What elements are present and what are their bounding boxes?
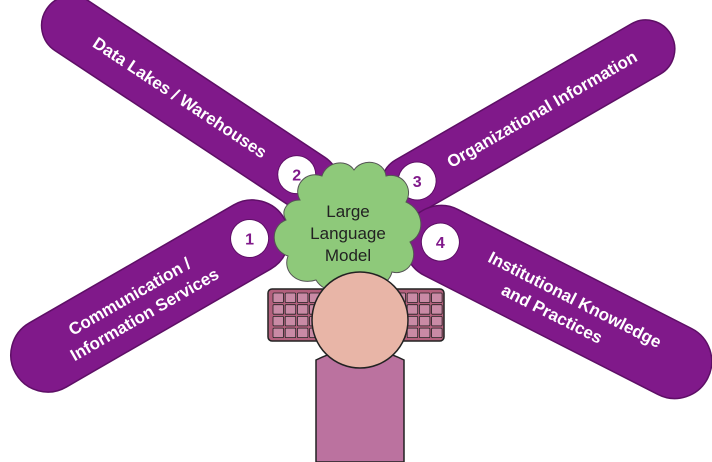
- arm-1-number: 1: [245, 232, 254, 249]
- cloud-icon: Large Language Model: [273, 161, 422, 292]
- keyboard-key: [272, 315, 284, 327]
- keyboard-key: [418, 315, 431, 327]
- keyboard-key: [272, 304, 284, 315]
- llm-label-line-2: Language: [310, 224, 386, 243]
- keyboard-key: [296, 315, 309, 327]
- arm-3: Organizational Information 3: [380, 19, 676, 215]
- arm-4-badge: [420, 222, 460, 262]
- llm-label-line-1: Large: [326, 202, 369, 221]
- keyboard-key: [431, 315, 443, 327]
- keyboard-key: [296, 304, 309, 315]
- keyboard-key: [418, 292, 431, 303]
- keyboard-key: [272, 327, 284, 339]
- arm-2-label: Data Lakes / Warehouses: [89, 33, 270, 162]
- keyboard-key: [272, 292, 284, 303]
- keyboard-key: [296, 327, 309, 339]
- keyboard-key: [406, 292, 419, 303]
- keyboard-key: [406, 315, 419, 327]
- keyboard-key: [418, 327, 431, 339]
- arm-4-number: 4: [436, 235, 445, 252]
- llm-cloud-shape: [273, 161, 422, 292]
- keyboard-key: [406, 327, 419, 339]
- arm-1-shape: [10, 199, 290, 393]
- keyboard-key: [431, 304, 443, 315]
- llm-label-line-3: Model: [325, 246, 371, 265]
- keyboard-key: [418, 304, 431, 315]
- arm-3-number: 3: [413, 174, 422, 191]
- keyboard-key: [431, 327, 443, 339]
- arm-3-label: Organizational Information: [444, 47, 641, 172]
- person-head: [311, 271, 409, 369]
- keyboard-key: [284, 315, 297, 327]
- keyboard-key: [431, 292, 443, 303]
- arm-1-badge: [230, 219, 270, 258]
- keyboard-key: [296, 292, 309, 303]
- keyboard-key: [284, 292, 297, 303]
- keyboard-key: [284, 304, 297, 315]
- arm-2-number: 2: [292, 168, 301, 185]
- keyboard-key: [406, 304, 419, 315]
- keyboard-key: [284, 327, 297, 339]
- person-icon: [311, 271, 409, 462]
- arm-1: Communication / Information Services 1: [10, 199, 290, 393]
